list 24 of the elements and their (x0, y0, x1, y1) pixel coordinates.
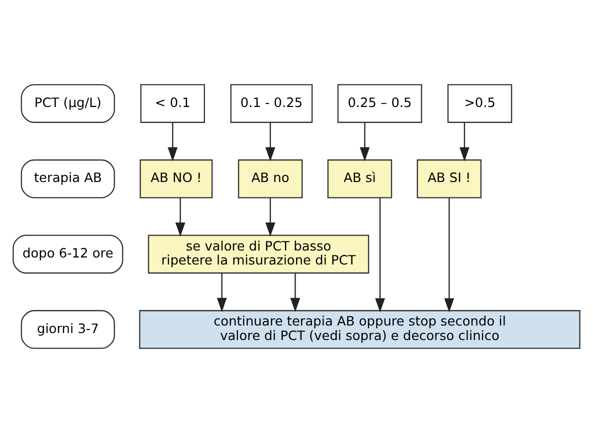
node-box: PCT (µg/L) (20, 84, 115, 123)
arrow (360, 122, 370, 162)
node-box: giorni 3-7 (20, 310, 115, 349)
arrow (168, 122, 178, 162)
node-box: 0.1 - 0.25 (230, 84, 313, 123)
arrow (444, 198, 454, 312)
node-box: continuare terapia AB oppure stop secondo il valore di PCT (vedi sopra) e decorso clinico (139, 310, 580, 349)
node-box: dopo 6-12 ore (12, 234, 124, 274)
node-box: >0.5 (447, 84, 512, 123)
node-box: < 0.1 (140, 84, 205, 123)
node-box: se valore di PCT basso ripetere la misurazione di PCT (148, 234, 370, 274)
arrow (290, 273, 300, 312)
arrow (460, 122, 470, 162)
arrow (216, 273, 227, 312)
node-box: terapia AB (20, 159, 115, 198)
node-box: AB SI ! (416, 159, 482, 198)
node-box: AB NO ! (140, 159, 213, 198)
node-box: 0.25 – 0.5 (337, 84, 422, 123)
node-box: AB sì (327, 159, 392, 198)
arrow (175, 198, 186, 237)
arrow (265, 198, 276, 237)
arrow (375, 198, 385, 312)
node-box: AB no (238, 159, 303, 198)
arrow (265, 122, 276, 162)
